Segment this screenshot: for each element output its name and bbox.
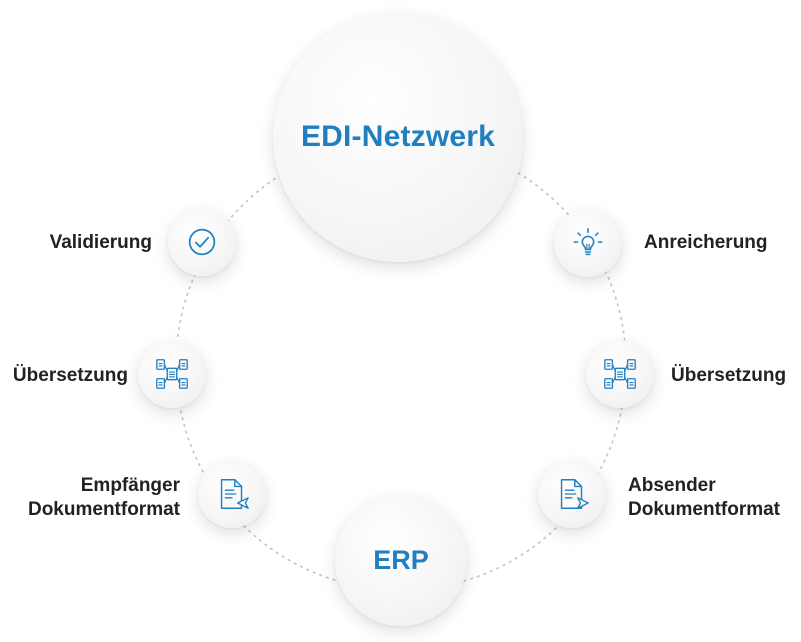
validierung-label: Validierung <box>49 232 152 253</box>
anreicherung-node <box>554 209 622 277</box>
erp-node: ERP <box>335 494 467 626</box>
empfaenger-label-line2: Dokumentformat <box>27 499 180 520</box>
document-mapping-icon <box>604 359 636 389</box>
document-receive-icon <box>220 479 249 509</box>
empfaenger-node <box>198 460 266 528</box>
empfaenger-label: Empfänger Dokumentformat <box>0 474 180 522</box>
document-mapping-icon <box>156 359 188 389</box>
uebersetzung-right-label: Übersetzung <box>671 365 787 386</box>
anreicherung-label: Anreicherung <box>644 232 768 253</box>
absender-label-line2: Dokumentformat <box>628 499 781 520</box>
uebersetzung-left-node <box>138 340 206 408</box>
lightbulb-icon <box>573 227 603 256</box>
edi-network-node: EDI-Netzwerk <box>273 12 523 262</box>
empfaenger-label-line1: Empfänger <box>80 475 180 496</box>
absender-node <box>538 460 606 528</box>
document-send-icon <box>560 479 589 509</box>
edi-network-label: EDI-Netzwerk <box>300 120 496 153</box>
absender-label-line1: Absender <box>628 475 716 496</box>
uebersetzung-right-node <box>586 340 654 408</box>
absender-label: Absender Dokumentformat <box>628 474 780 522</box>
validierung-node <box>168 208 236 276</box>
erp-label: ERP <box>373 544 429 575</box>
uebersetzung-left-label: Übersetzung <box>12 365 128 386</box>
checkmark-circle-icon <box>188 228 216 256</box>
